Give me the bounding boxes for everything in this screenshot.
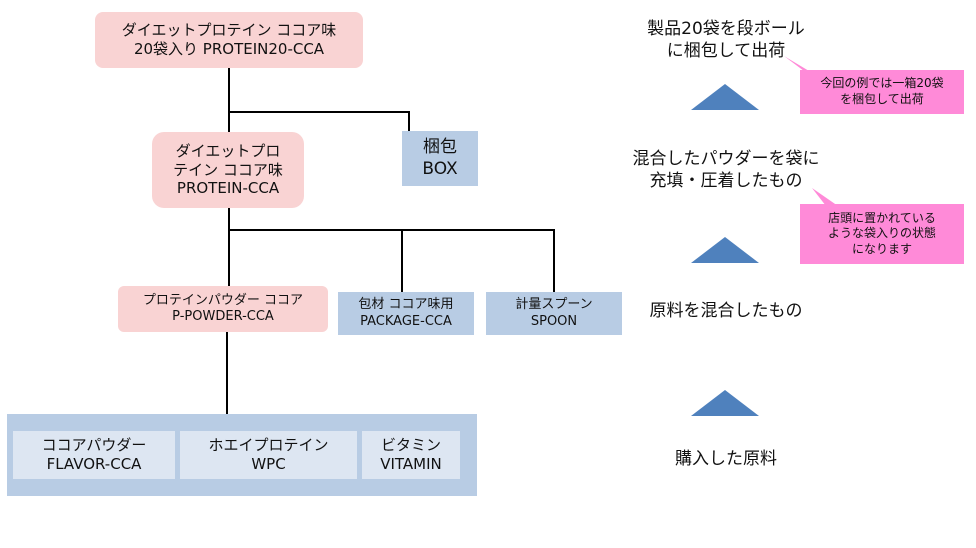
level-label-purchased-text: 購入した原料 <box>675 449 777 469</box>
level-arrow-up-1 <box>691 84 759 110</box>
raw-material-whey[interactable]: ホエイプロテイン WPC <box>180 431 357 479</box>
level-label-filled-line2: 充填・圧着したもの <box>649 171 803 192</box>
box-node[interactable]: 梱包 BOX <box>402 131 478 186</box>
raw-material-cocoa-line1: ココアパウダー <box>41 436 147 455</box>
powder-node[interactable]: プロテインパウダー ココア P-POWDER-CCA <box>118 286 328 332</box>
connector-to-package <box>401 229 403 292</box>
connector-powder-down <box>226 331 228 415</box>
root-node[interactable]: ダイエットプロテイン ココア味 20袋入り PROTEIN20-CCA <box>95 12 363 68</box>
raw-material-vitamin-line2: VITAMIN <box>380 455 442 473</box>
spoon-node[interactable]: 計量スプーン SPOON <box>486 292 622 335</box>
connector-level2-horizontal <box>228 229 555 231</box>
box-node-line1: 梱包 <box>423 137 457 158</box>
raw-material-cocoa[interactable]: ココアパウダー FLAVOR-CCA <box>13 431 175 479</box>
root-node-line1: ダイエットプロテイン ココア味 <box>121 21 337 40</box>
level-arrow-up-2 <box>691 237 759 263</box>
level-label-mixed: 原料を混合したもの <box>616 300 836 322</box>
raw-material-whey-line1: ホエイプロテイン <box>208 436 329 455</box>
callout-shipping-pointer <box>784 56 814 74</box>
raw-material-vitamin-line1: ビタミン <box>380 436 441 455</box>
level-label-filled: 混合したパウダーを袋に 充填・圧着したもの <box>606 148 846 192</box>
root-node-line2: 20袋入り PROTEIN20-CCA <box>133 40 325 58</box>
product-node[interactable]: ダイエットプロ テイン ココア味 PROTEIN-CCA <box>152 132 304 208</box>
callout-filled-line2: ような袋入りの状態 <box>827 226 936 241</box>
callout-filled-line3: になります <box>851 241 912 256</box>
package-node-line1: 包材 ココア味用 <box>358 297 454 313</box>
package-node[interactable]: 包材 ココア味用 PACKAGE-CCA <box>338 292 474 335</box>
connector-to-box <box>408 111 410 131</box>
product-node-line3: PROTEIN-CCA <box>176 179 280 198</box>
product-node-line2: テイン ココア味 <box>173 160 283 179</box>
connector-root-down <box>228 67 230 112</box>
connector-level1-horizontal <box>228 111 410 113</box>
callout-shipping-line2: を梱包して出荷 <box>840 92 924 106</box>
level-label-filled-line1: 混合したパウダーを袋に <box>632 149 820 169</box>
callout-filled-pointer <box>812 188 838 206</box>
level-label-shipping: 製品20袋を段ボール に梱包して出荷 <box>612 18 840 62</box>
callout-shipping-line1: 今回の例では一箱20袋 <box>820 76 944 91</box>
level-arrow-up-3 <box>691 390 759 416</box>
level-label-shipping-line2: に梱包して出荷 <box>666 41 786 62</box>
level-label-purchased: 購入した原料 <box>636 448 816 470</box>
box-node-line2: BOX <box>422 158 458 179</box>
connector-to-product <box>228 111 230 132</box>
raw-material-cocoa-line2: FLAVOR-CCA <box>46 455 142 473</box>
powder-node-line2: P-POWDER-CCA <box>172 309 274 324</box>
package-node-line2: PACKAGE-CCA <box>360 313 452 329</box>
level-label-shipping-line1: 製品20袋を段ボール <box>647 19 805 39</box>
callout-shipping-note: 今回の例では一箱20袋 を梱包して出荷 <box>800 70 964 114</box>
connector-to-spoon <box>553 229 555 292</box>
raw-material-vitamin[interactable]: ビタミン VITAMIN <box>362 431 460 479</box>
raw-material-whey-line2: WPC <box>251 455 286 473</box>
connector-to-powder <box>228 229 230 286</box>
spoon-node-line2: SPOON <box>530 313 578 329</box>
callout-filled-line1: 店頭に置かれている <box>828 210 936 225</box>
level-label-mixed-text: 原料を混合したもの <box>649 301 803 321</box>
connector-product-down <box>228 207 230 230</box>
callout-filled-note: 店頭に置かれている ような袋入りの状態 になります <box>800 204 964 264</box>
product-node-line1: ダイエットプロ <box>175 141 281 160</box>
spoon-node-line1: 計量スプーン <box>515 297 593 313</box>
powder-node-line1: プロテインパウダー ココア <box>142 292 304 308</box>
